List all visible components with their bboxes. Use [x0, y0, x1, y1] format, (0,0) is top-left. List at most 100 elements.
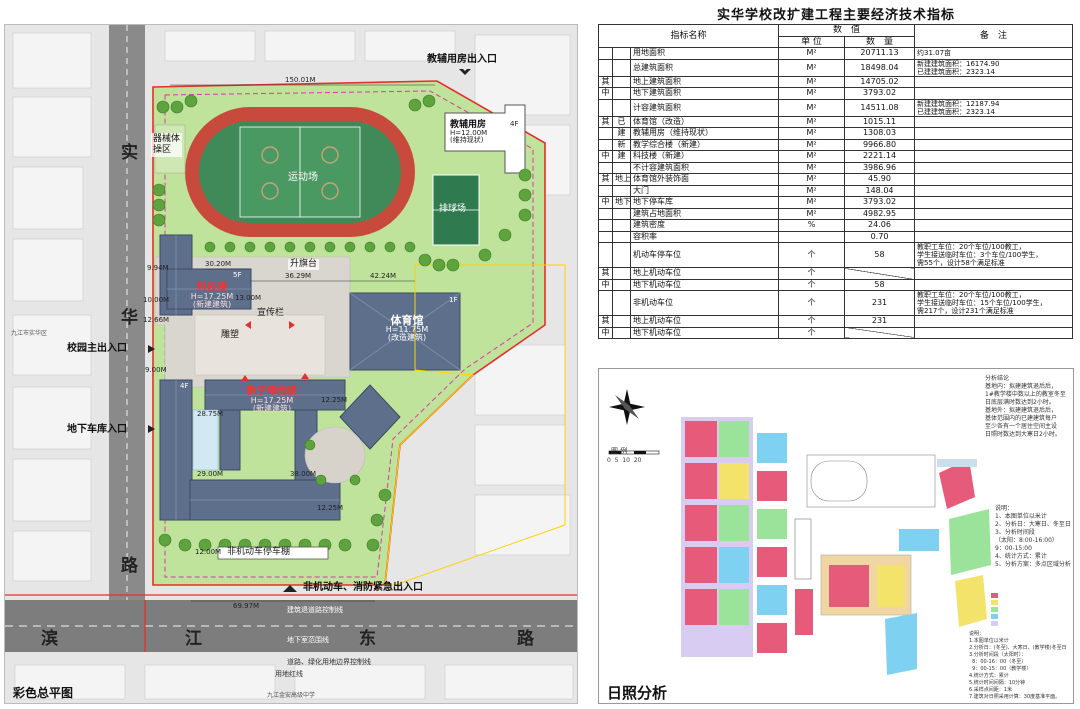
row-group-cell: 其 [598, 115, 613, 128]
gym-note: (改造建筑) [387, 333, 427, 342]
row-qty-cell: 1308.03 [843, 127, 916, 140]
row-name-cell: 体育馆（改造） [630, 115, 779, 128]
gym-height: H=11.75M [385, 325, 429, 334]
sunlight-graphic [608, 389, 998, 675]
row-group-cell: 中 [598, 278, 613, 291]
row-note-cell [914, 278, 1074, 291]
row-subgroup-cell [612, 219, 631, 232]
table-row: 其地上机动车位个 [598, 267, 1074, 280]
row-subgroup-cell [612, 242, 631, 268]
row-group-cell: 其 [598, 267, 613, 280]
gym-label: 体育馆 H=11.75M (改造建筑) [367, 315, 447, 342]
plan-title: 彩色总平图 [13, 686, 74, 700]
row-group-cell: 其 [598, 315, 613, 328]
row-note-cell [914, 115, 1074, 128]
row-name-cell: 地下机动车位 [630, 326, 779, 339]
board-label: 宣传栏 [257, 308, 285, 318]
row-subgroup-cell [612, 184, 631, 197]
row-unit-cell: M² [778, 173, 845, 186]
row-name-cell: 地下机动车位 [630, 278, 779, 291]
bottom-note: 九江金安高级中学 [267, 692, 316, 699]
sunlight-analysis-panel: 0 5 10 20 图 例 分析结论 基地内：拟建建筑退后后， 1#教学楼中数以… [598, 368, 1074, 704]
sun-title: 日照分析 [607, 684, 668, 702]
row-note-cell [914, 184, 1074, 197]
row-note-cell: 约31.07亩 [914, 47, 1074, 60]
keji-label: 科技楼 H=17.25M (新建建筑) [177, 283, 247, 309]
table-header-row-2: 单 位 数 量 [599, 35, 1073, 48]
keji-height: H=17.25M [190, 292, 234, 301]
row-subgroup-cell: 已 [612, 115, 631, 128]
fudao-floors: 4F [510, 120, 519, 128]
dim-d8: 12.00M [195, 548, 222, 556]
table-row: 建筑密度%24.06 [598, 219, 1074, 232]
row-subgroup-cell: 建 [612, 127, 631, 140]
row-name-cell: 总建筑面积 [630, 58, 779, 77]
road-south-char-3: 东 [359, 629, 376, 649]
row-qty-cell [843, 267, 916, 280]
row-note-cell [914, 230, 1074, 243]
row-unit-cell: % [778, 219, 845, 232]
row-qty-cell: 3793.02 [843, 87, 916, 100]
row-name-cell: 科技楼（新建） [630, 150, 779, 163]
teaching-note: (新建建筑) [252, 404, 292, 413]
row-qty-cell: 3793.02 [843, 196, 916, 209]
row-note-cell [914, 196, 1074, 209]
row-unit-cell: M² [778, 127, 845, 140]
header-unit: 单 位 [778, 35, 845, 48]
road-char-1: 实 [121, 143, 138, 163]
row-note-cell [914, 315, 1074, 328]
row-subgroup-cell [612, 98, 631, 117]
row-unit-cell: M² [778, 58, 845, 77]
sun-notes-bottom: 说明： 1.本图单位以米计 2.分析日：(冬至)、大寒日、(教学楼)冬至日 3.… [969, 631, 1067, 700]
gym-building [349, 292, 461, 371]
volley-label: 排球场 [439, 204, 467, 214]
row-qty-cell: 0.70 [843, 230, 916, 243]
dim-d13: 9.00M [145, 366, 167, 374]
dim-d5: 28.75M [197, 410, 224, 418]
header-note: 备 注 [914, 24, 1074, 48]
teaching-floors: 4F [180, 382, 189, 390]
dim-d11: 10.00M [143, 296, 170, 304]
row-unit-cell: 个 [778, 242, 845, 268]
dim-d15: 12.25M [317, 504, 344, 512]
row-qty-cell: 3986.96 [843, 161, 916, 174]
dim-d14: 12.25M [321, 396, 348, 404]
table-title-text: 实华学校改扩建工程主要经济技术指标 [716, 8, 955, 25]
row-qty-cell: 148.04 [843, 184, 916, 197]
row-name-cell: 地上机动车位 [630, 267, 779, 280]
entry-bottom-label: 非机动车、消防紧急出入口 [303, 582, 423, 593]
row-qty-cell [843, 326, 916, 339]
row-group-cell [598, 127, 613, 140]
row-name-cell: 教辅用房（维持现状） [630, 127, 779, 140]
row-qty-cell: 45.90 [843, 173, 916, 186]
row-group-cell [598, 98, 613, 117]
row-subgroup-cell [612, 290, 631, 316]
row-name-cell: 地上建筑面积 [630, 75, 779, 88]
row-qty-cell: 58 [843, 278, 916, 291]
row-name-cell: 不计容建筑面积 [630, 161, 779, 174]
dim-d2: 36.29M [285, 272, 312, 280]
row-unit-cell: 个 [778, 315, 845, 328]
row-group-cell [598, 47, 613, 60]
row-name-cell: 地下停车库 [630, 196, 779, 209]
row-name-cell: 机动车停车位 [630, 242, 779, 268]
row-subgroup-cell [612, 58, 631, 77]
west-note: 九江市实华区 [11, 330, 48, 337]
row-qty-cell: 20711.13 [843, 47, 916, 60]
row-unit-cell: 个 [778, 290, 845, 316]
sun-scale: 0 5 10 20 [607, 457, 642, 464]
row-subgroup-cell [612, 47, 631, 60]
road-line-2: 地下室范围线 [287, 636, 329, 644]
row-qty-cell: 2221.14 [843, 150, 916, 163]
table-row: 中地下机动车位个 [598, 326, 1074, 339]
gym-floors: 1F [449, 296, 458, 304]
road-south-char-4: 路 [517, 629, 534, 649]
